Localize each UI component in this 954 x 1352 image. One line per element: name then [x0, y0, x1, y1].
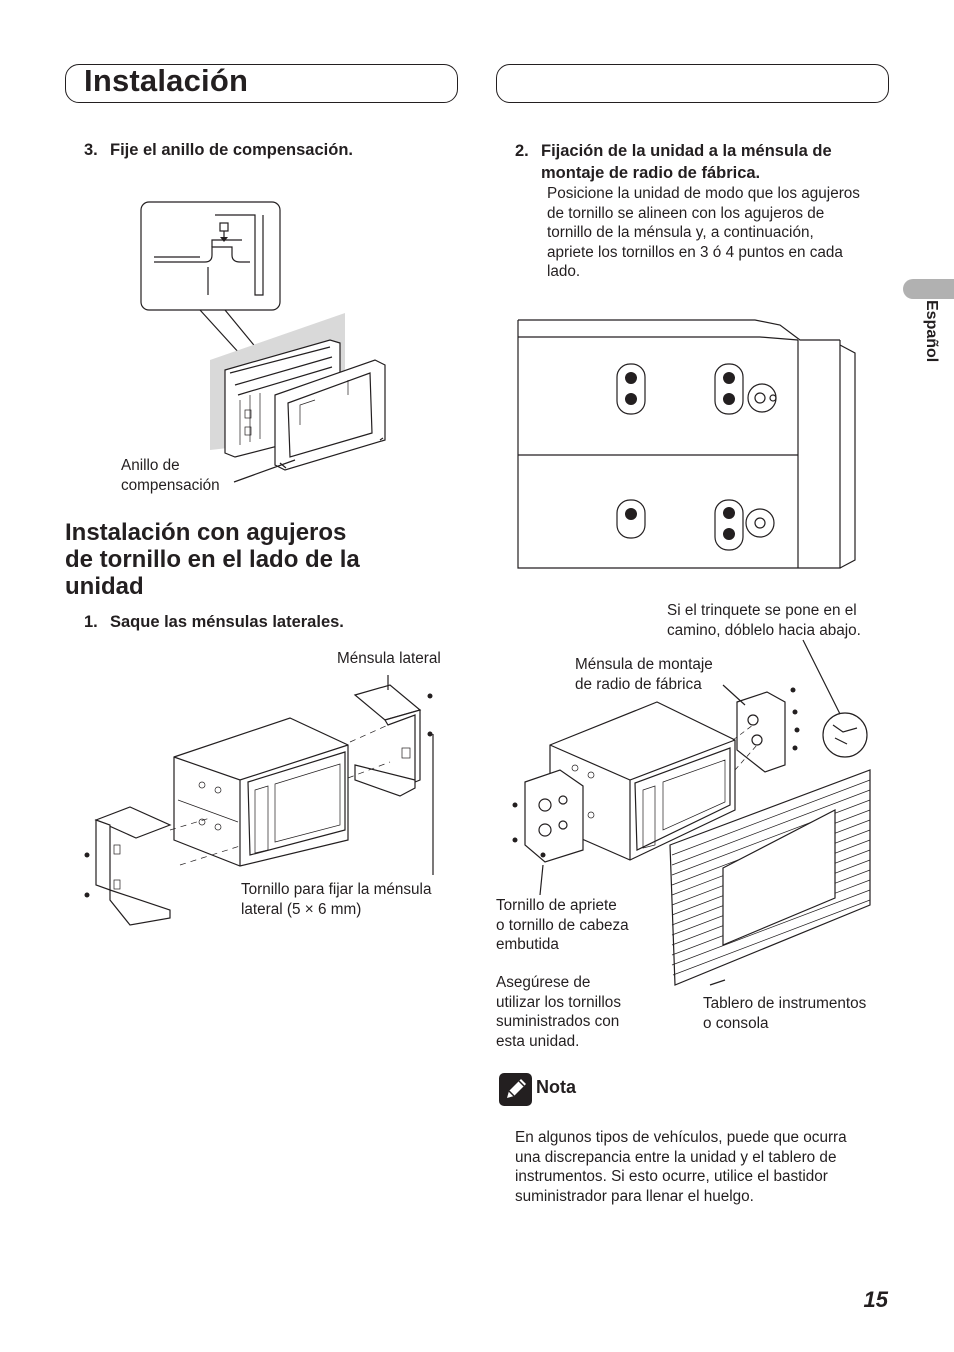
section-heading: Instalación con agujeros de tornillo en …	[65, 519, 360, 600]
note-pencil-icon	[499, 1073, 532, 1106]
supplied-screws-label: Asegúrese de utilizar los tornillos sumi…	[496, 974, 621, 1050]
factory-bracket-label: Ménsula de montaje de radio de fábrica	[575, 656, 713, 693]
step-1-heading: 1.Saque las ménsulas laterales.	[84, 613, 344, 631]
step-2-body: Posicione la unidad de modo que los aguj…	[547, 185, 860, 281]
ring-label: Anillo de compensación	[121, 457, 220, 494]
page-title: Instalación	[84, 63, 249, 98]
side-bracket-label: Ménsula lateral	[337, 650, 441, 667]
header-box-right	[496, 64, 889, 103]
dashboard-label: Tablero de instrumentos o consola	[703, 995, 867, 1032]
note-body: En algunos tipos de vehículos, puede que…	[515, 1129, 847, 1205]
step-3-heading: 3.Fije el anillo de compensación.	[84, 141, 353, 159]
note-title: Nota	[536, 1077, 576, 1097]
language-tab	[903, 279, 954, 299]
screw-type-label: Tornillo de apriete o tornillo de cabeza…	[496, 897, 629, 954]
ratchet-label: Si el trinquete se pone en el camino, dó…	[667, 602, 861, 639]
language-tab-label: Español	[923, 300, 940, 363]
page-number: 15	[863, 1287, 888, 1312]
side-brackets-figure	[84, 675, 434, 926]
bracket-holes-figure	[517, 319, 856, 569]
compensation-ring-figure	[140, 201, 386, 483]
step-2-heading: 2.Fijación de la unidad a la ménsula de …	[515, 142, 832, 182]
factory-bracket-figure	[512, 639, 871, 986]
side-bracket-screw-label: Tornillo para fijar la ménsula lateral (…	[241, 881, 432, 918]
header-box-left	[65, 64, 458, 103]
